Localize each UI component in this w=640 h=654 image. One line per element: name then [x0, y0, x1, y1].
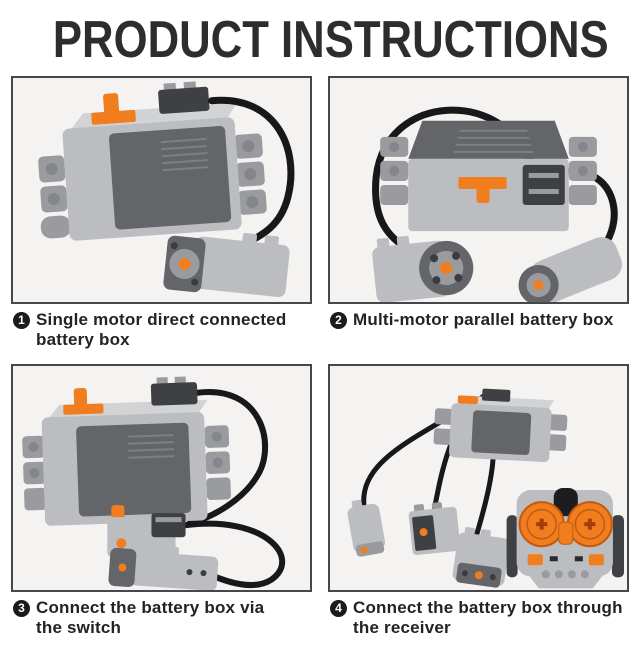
remote-left-button	[527, 554, 543, 566]
battery-box-switch-motor-illustration	[22, 376, 286, 590]
bottom-motor	[452, 526, 510, 588]
power-switch	[91, 93, 136, 125]
panel-4: 4 Connect the battery box through the re…	[328, 364, 629, 652]
instruction-sheet: PRODUCT INSTRUCTIONS	[0, 14, 640, 654]
battery-box	[433, 388, 568, 463]
remote-studs	[541, 570, 589, 579]
page-title-text: PRODUCT INSTRUCTIONS	[52, 11, 609, 69]
ir-receiver	[408, 502, 461, 556]
caption-text: Connect the battery box through the rece…	[353, 598, 623, 637]
switch-to-motor-cable	[182, 520, 286, 588]
battery-box-two-motors-illustration	[372, 106, 623, 302]
battery-box-receiver-remote-illustration	[347, 388, 624, 589]
caption-3: 3 Connect the battery box via the switch	[11, 592, 312, 652]
remote-right-button	[588, 554, 604, 566]
photo-single-motor	[11, 76, 312, 304]
battery-box	[38, 81, 267, 241]
motor	[108, 545, 219, 590]
power-switch	[458, 176, 507, 204]
right-motor	[518, 237, 623, 302]
step-number-badge: 4	[330, 600, 347, 617]
battery-lid-vents	[160, 138, 209, 172]
caption-2: 2 Multi-motor parallel battery box	[328, 304, 629, 364]
remote-left-dial	[518, 501, 565, 548]
step-number-badge: 2	[330, 312, 347, 329]
battery-lid-vents	[453, 129, 534, 153]
motor	[163, 232, 290, 298]
top-connector	[158, 81, 210, 114]
remote-right-dial	[566, 501, 613, 548]
photo-switch-connection	[11, 364, 312, 592]
left-motor	[347, 499, 386, 557]
remote-ir-window	[553, 488, 578, 517]
power-switch	[63, 388, 104, 415]
step-number-badge: 3	[13, 600, 30, 617]
front-connector	[522, 164, 565, 206]
remote-channel-switch	[558, 521, 574, 545]
page-title: PRODUCT INSTRUCTIONS	[0, 14, 640, 66]
battery-lid	[471, 410, 532, 456]
panel-3: 3 Connect the battery box via the switch	[11, 364, 312, 652]
caption-1: 1 Single motor direct connected battery …	[11, 304, 312, 364]
battery-lid-vents	[127, 434, 175, 459]
left-motor	[372, 235, 474, 302]
top-connector	[150, 376, 198, 406]
battery-lid	[76, 422, 192, 517]
battery-box-side-connectors	[433, 408, 568, 451]
caption-text: Multi-motor parallel battery box	[353, 310, 614, 329]
remote-control	[506, 488, 624, 589]
connector-cable	[208, 96, 295, 251]
battery-lid	[408, 120, 569, 159]
battery-box	[22, 376, 231, 526]
top-connector	[481, 388, 511, 402]
caption-4: 4 Connect the battery box through the re…	[328, 592, 629, 652]
panel-2: 2 Multi-motor parallel battery box	[328, 76, 629, 364]
step-number-badge: 1	[13, 312, 30, 329]
photo-multi-motor	[328, 76, 629, 304]
battery-lid	[109, 125, 232, 230]
power-switch	[457, 395, 478, 405]
caption-text: Single motor direct connected battery bo…	[36, 310, 287, 349]
panel-1: 1 Single motor direct connected battery …	[11, 76, 312, 364]
battery-box-single-motor-illustration	[38, 81, 295, 298]
box-to-switch-cable	[186, 389, 268, 527]
caption-text: Connect the battery box via the switch	[36, 598, 265, 637]
panel-grid: 1 Single motor direct connected battery …	[0, 76, 640, 652]
battery-box	[380, 120, 597, 232]
remote-right-grip	[611, 515, 624, 578]
remote-left-grip	[506, 515, 518, 578]
photo-receiver-connection	[328, 364, 629, 592]
